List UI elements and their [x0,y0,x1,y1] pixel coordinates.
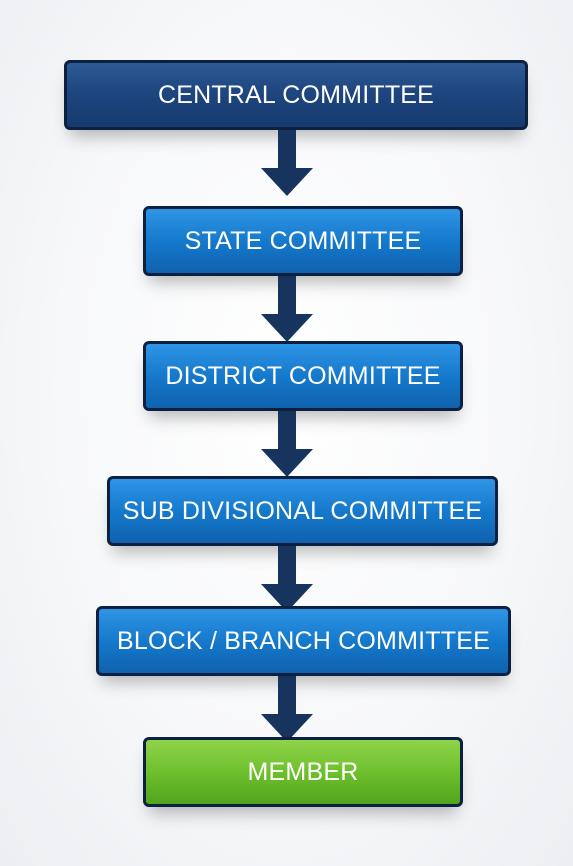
central-committee-label: CENTRAL COMMITTEE [157,80,435,109]
down-arrow-icon [260,130,313,196]
state-committee-label: STATE COMMITTEE [184,226,422,255]
state-committee-box: STATE COMMITTEE [143,206,463,276]
sub-divisional-committee-box: SUB DIVISIONAL COMMITTEE [107,476,498,546]
down-arrow-icon [260,411,313,477]
member-box: MEMBER [143,737,463,807]
block-branch-committee-box: BLOCK / BRANCH COMMITTEE [96,606,511,676]
block-branch-committee-label: BLOCK / BRANCH COMMITTEE [117,626,490,655]
district-committee-label: DISTRICT COMMITTEE [165,361,441,390]
district-committee-box: DISTRICT COMMITTEE [143,341,463,411]
sub-divisional-committee-label: SUB DIVISIONAL COMMITTEE [122,496,483,525]
central-committee-box: CENTRAL COMMITTEE [64,60,528,130]
down-arrow-icon [260,276,313,342]
down-arrow-icon [260,676,313,742]
member-label: MEMBER [247,757,359,786]
down-arrow-icon [260,546,313,612]
